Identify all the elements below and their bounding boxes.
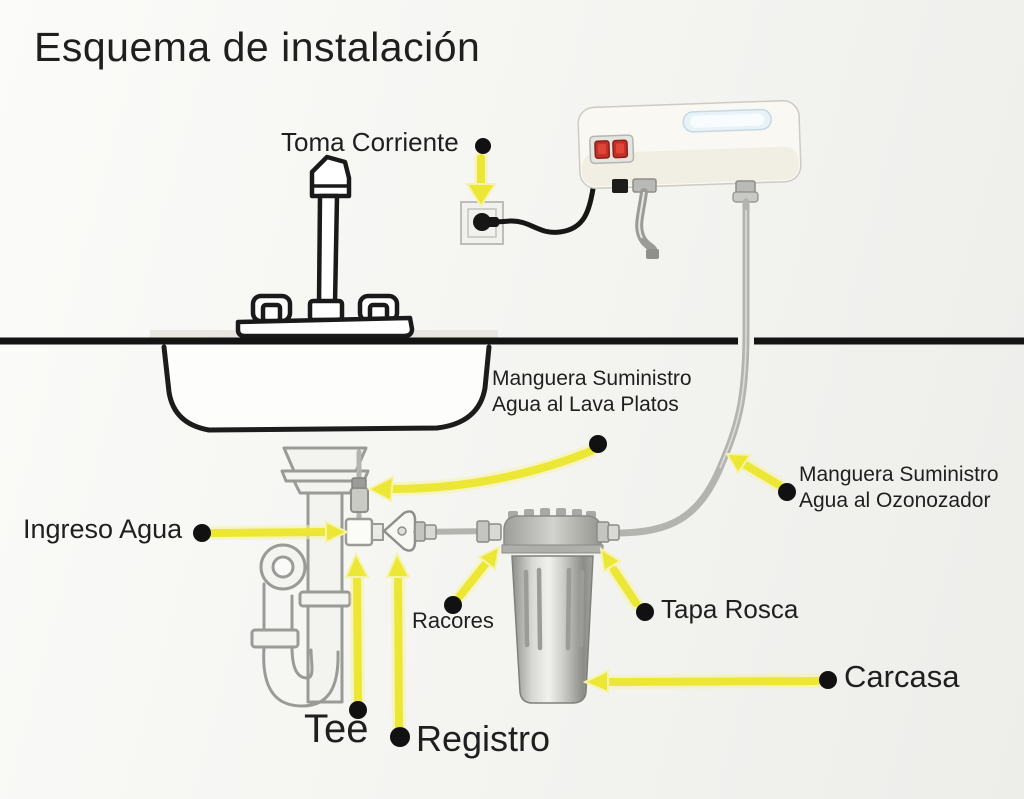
page-title: Esquema de instalación xyxy=(34,24,481,70)
racores-dot xyxy=(444,596,462,614)
tee-dot xyxy=(349,701,367,719)
tee-fitting xyxy=(344,517,384,547)
toma-corriente-arrow xyxy=(465,151,497,208)
ingreso-agua-arrow xyxy=(206,520,350,544)
ozonator-spout xyxy=(612,178,659,259)
toma-corriente-dot xyxy=(475,138,491,154)
sink-drawing xyxy=(161,344,492,433)
ozonator-supply-hose xyxy=(616,180,759,537)
carcasa-dot xyxy=(819,671,837,689)
ozonator-device xyxy=(577,99,802,190)
label-toma-corriente: Toma Corriente xyxy=(281,127,459,157)
tapa-rosca-dot xyxy=(636,603,654,621)
label-registro: Registro xyxy=(416,718,551,759)
screw-cap xyxy=(501,508,604,554)
shutoff-valve-drawing xyxy=(382,510,417,552)
registro-arrow xyxy=(385,551,411,734)
label-tapa-rosca: Tapa Rosca xyxy=(661,594,799,624)
label-carcasa: Carcasa xyxy=(844,659,960,694)
filter-housing xyxy=(501,508,620,704)
ingreso-agua-dot xyxy=(193,524,211,542)
racores-arrow xyxy=(452,545,501,604)
lava-platos-arrow xyxy=(366,444,598,503)
power-plug-icon xyxy=(473,213,491,231)
faucet-drawing xyxy=(235,154,415,339)
racor-icon xyxy=(476,520,490,543)
tapa-rosca-arrow xyxy=(599,547,643,610)
ozonozador-dot xyxy=(778,483,796,501)
label-racores: Racores xyxy=(412,608,494,633)
drain-pipe-drawing xyxy=(280,446,370,704)
label-manguera-lava-platos: Manguera Suministro Agua al Lava Platos xyxy=(492,367,692,416)
racor-icon xyxy=(414,521,426,542)
registro-dot xyxy=(390,727,410,747)
tee-arrow xyxy=(344,551,370,707)
lava-platos-dot xyxy=(589,435,607,453)
label-tee: Tee xyxy=(304,707,369,751)
dishwasher-supply-fitting xyxy=(350,449,369,523)
label-manguera-ozonozador: Manguera Suministro Agua al Ozonozador xyxy=(799,463,999,512)
carcasa-arrow xyxy=(582,669,824,694)
ozonozador-arrow xyxy=(725,452,786,492)
label-ingreso-agua: Ingreso Agua xyxy=(23,514,183,544)
power-cord xyxy=(473,179,597,235)
p-trap-drawing xyxy=(250,543,340,708)
filter-supply-hose xyxy=(413,520,502,543)
racor-icon xyxy=(596,521,610,543)
